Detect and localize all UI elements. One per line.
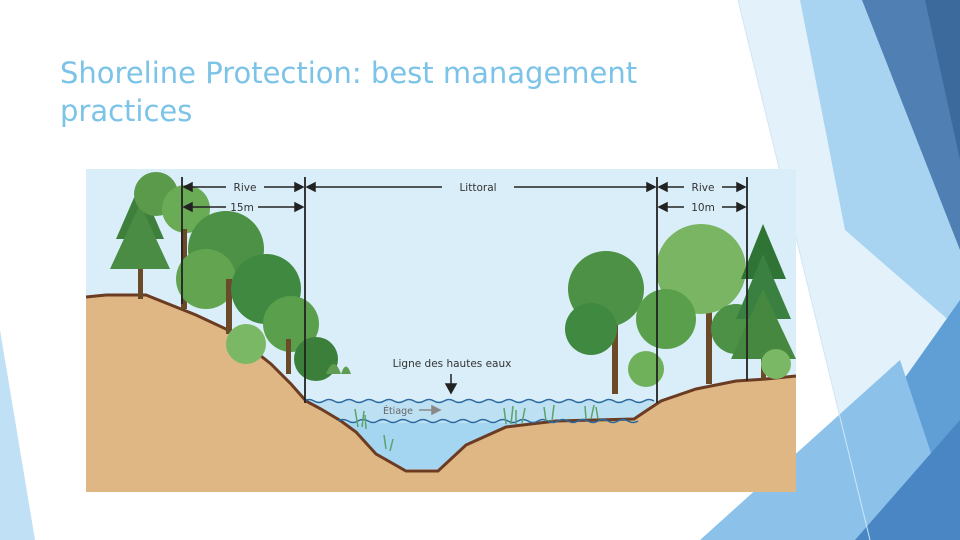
label-rive-right: Rive: [692, 182, 715, 194]
label-high-water-line: Ligne des hautes eaux: [393, 358, 512, 370]
label-rive-right-width: 10m: [691, 202, 715, 214]
slide-title: Shoreline Protection: best management pr…: [60, 54, 760, 130]
label-low-water: Étiage: [383, 405, 413, 417]
label-rive-left-width: 15m: [230, 202, 254, 214]
label-littoral: Littoral: [459, 182, 496, 194]
label-rive-left: Rive: [234, 182, 257, 194]
shoreline-diagram: Rive 15m Littoral Rive 10m Ligne des hau…: [86, 169, 796, 492]
